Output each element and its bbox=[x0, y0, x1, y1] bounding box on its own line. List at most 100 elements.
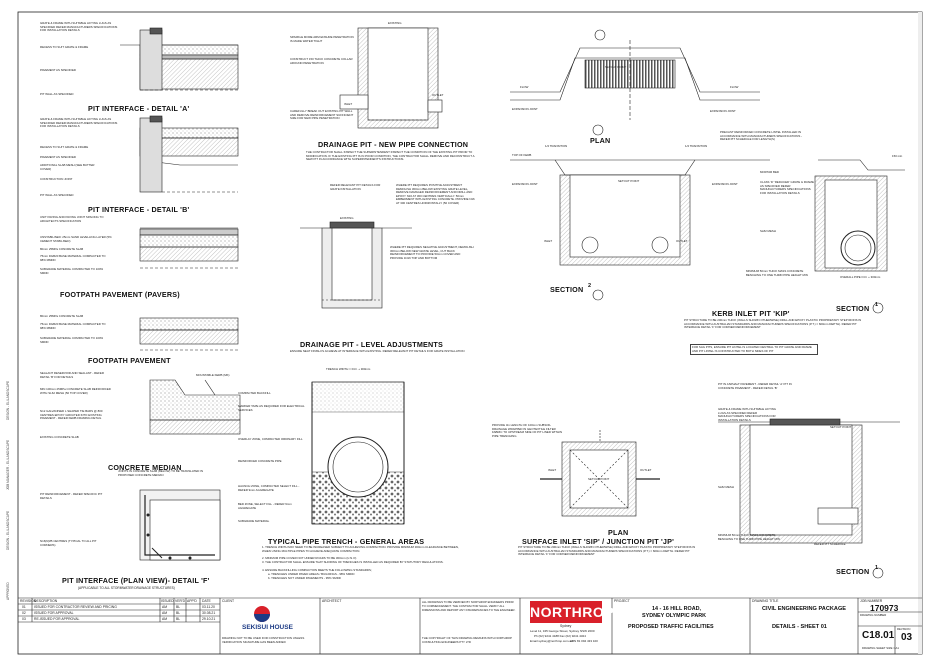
note: SPARKLE MORE ARM ENSURE PENETRATION IS M… bbox=[290, 35, 354, 43]
note: PRECAST REINFORCED CONCRETE LINTEL INSTA… bbox=[720, 130, 803, 142]
note: EXPANSION JOINT bbox=[710, 109, 736, 113]
note: RECESS TO SUIT GRATE & FRAME bbox=[40, 145, 89, 149]
detail-title: DRAINAGE PIT - LEVEL ADJUSTMENTS bbox=[300, 340, 443, 349]
note: MOUNTABLE KERB (MK) bbox=[196, 373, 230, 377]
revision: 03 bbox=[901, 632, 913, 643]
detail-title: SECTION bbox=[836, 304, 870, 313]
note: MORTAR BED bbox=[760, 170, 780, 174]
section-marker: 1 bbox=[875, 565, 879, 571]
detail-b-drawing bbox=[139, 115, 239, 193]
note: 2. MINIMUM PIPE COVER NOT UNDER ROADS TO… bbox=[262, 556, 357, 560]
rev-description: RE-ISSUED FOR APPROVAL bbox=[34, 617, 80, 621]
note: PIT IN ASPHALT PAVEMENT - REFER DETAIL '… bbox=[718, 382, 792, 390]
note: SETOUT POINT bbox=[588, 477, 610, 481]
detail-title: SECTION bbox=[550, 285, 584, 294]
note: 80mm 25MPa CONCRETE SLAB bbox=[40, 247, 84, 251]
northrop-notes: ALL DRAWINGS TO BE VERIFIED BY NORTHROP … bbox=[422, 600, 516, 612]
abn: ABN 81 094 433 100 bbox=[570, 639, 598, 643]
note: REINFORCED CONCRETE PIPE bbox=[238, 459, 282, 463]
note: FLOW bbox=[730, 85, 739, 89]
note: SL82 MESH bbox=[760, 229, 776, 233]
project-line: 14 - 16 HILL ROAD, bbox=[652, 606, 702, 612]
project-line: PROPOSED TRAFFIC FACILITIES bbox=[628, 624, 714, 630]
note: UNIT PAVING AND PAVING JOINT SPACING TO … bbox=[40, 215, 104, 223]
tb-col-header: DESCRIPTION bbox=[34, 599, 58, 603]
note: RECESS TO SUIT GRATE & FRAME bbox=[40, 45, 89, 49]
title-block bbox=[18, 597, 922, 654]
tb-col-header: APP'D bbox=[187, 599, 197, 603]
note: b. TRENCHES NOT UNDER PAVEMENTS - 95% SM… bbox=[268, 576, 341, 580]
note: PIT WALL AS SPECIFIED bbox=[40, 193, 74, 197]
section-marker: 2 bbox=[588, 283, 592, 289]
level-adjustments-drawing bbox=[300, 221, 412, 309]
note: TOP OF KERB bbox=[512, 153, 532, 157]
note: N16(N)85 CENTRES (TYPICAL TO ALL PIT COR… bbox=[40, 539, 97, 547]
note: 1. TRENCH WIDTH MAY NEED TO BE INCREASED… bbox=[262, 545, 459, 553]
note: N12 GALVANISED L SHAPED TIE BARS @ 800 C… bbox=[40, 409, 103, 421]
note: SUBGRADE MATERIAL COMPACTED TO 100% SMDD bbox=[40, 336, 104, 344]
margin-tab: APPROVED bbox=[6, 582, 10, 600]
architect-label: ARCHITECT bbox=[322, 599, 342, 603]
note: GRATE & FRAME WITH SUITABLE LIFTING LUGS… bbox=[40, 117, 118, 129]
note: SUBGRADE MATERIAL COMPACTED TO 100% SMDD bbox=[40, 267, 104, 275]
footpath-drawing bbox=[139, 317, 239, 351]
note: PIT STRUCTURE TO BE 200mm THICK (WALLS S… bbox=[518, 545, 696, 557]
note: THE CONTRACTOR SHALL INSPECT THE SUPERIN… bbox=[306, 150, 475, 162]
note: SETOUT POINT bbox=[605, 65, 627, 69]
rev-issued: AM bbox=[162, 617, 168, 621]
job-number-label: JOB NUMBER bbox=[860, 599, 883, 603]
rev-number: 01 bbox=[22, 605, 26, 609]
detail-title: FOOTPATH PAVEMENT (PAVERS) bbox=[60, 290, 180, 299]
rev-issued: AM bbox=[162, 605, 168, 609]
note: WHERE PIT REQUIRES NEGATIVE ADJUSTMENT, … bbox=[390, 245, 474, 260]
rev-verified: BL bbox=[176, 605, 181, 609]
rev-verified: BL bbox=[176, 617, 181, 621]
disclaimer: DRAWING NOT TO BE USED FOR CONSTRUCTION … bbox=[222, 636, 305, 644]
note: EXPANSION JOINT bbox=[512, 182, 538, 186]
note: INLET bbox=[544, 239, 553, 243]
note: OVERALL PIPE O.D. + 300mm bbox=[840, 275, 881, 279]
note: SEALANT RESERVOIR AND SEALANT - REFER DE… bbox=[40, 371, 104, 379]
note: 75mm DGB20 BASE MATERIAL COMPACTED TO 98… bbox=[40, 322, 106, 330]
detail-title: FOOTPATH PAVEMENT bbox=[88, 356, 171, 365]
note: SETOUT POINT bbox=[830, 425, 852, 429]
kip-section1-drawing bbox=[814, 159, 905, 314]
note: PIT REINFORCEMENT - REFER SPECIFIC PIT D… bbox=[40, 492, 103, 500]
drawing-title: CIVIL ENGINEERING PACKAGE bbox=[762, 606, 847, 612]
note: MARKER TAPE AS REQUIRED FOR ELECTRICAL S… bbox=[238, 404, 305, 412]
job-number: 170973 bbox=[870, 603, 899, 613]
footpath-pavers-drawing bbox=[139, 227, 239, 269]
detail-a-drawing bbox=[120, 27, 239, 91]
sip-plan-drawing bbox=[540, 430, 660, 517]
note: OUTLET bbox=[640, 468, 652, 472]
office: Sydney bbox=[560, 624, 572, 628]
note: UNSTABILISED: 25mm SAND LEVELLING LAYER … bbox=[40, 235, 112, 243]
drawing-title: DETAILS - SHEET 01 bbox=[772, 624, 827, 630]
rev-date: 30.08.21 bbox=[202, 611, 216, 615]
copyright: THE COPYRIGHT OF THIS DRAWING REMAINS WI… bbox=[422, 636, 512, 644]
project-label: PROJECT bbox=[614, 599, 630, 603]
kip-section2-drawing bbox=[510, 159, 770, 301]
note: EXISTING CONCRETE SLAB bbox=[40, 435, 79, 439]
note: PAVEMENT AS SPECIFIED bbox=[40, 155, 76, 159]
note: MINIMUM 50mm THICK MASS CONCRETE BENCHIN… bbox=[718, 533, 780, 541]
note: WHERE PIT REQUIRES POSITIVE ADJUSTMENT D… bbox=[396, 183, 475, 205]
drawing-title-label: DRAWING TITLE bbox=[752, 599, 779, 603]
rev-number: 02 bbox=[22, 611, 26, 615]
note: JOINTS IN CONCRETE SLAB (BELOW) TO BE TR… bbox=[118, 469, 204, 477]
section-marker: 1 bbox=[875, 302, 879, 308]
note: MIN 100mm 25MPa CONCRETE SLAB REINFORCED… bbox=[40, 387, 111, 395]
detail-title: SECTION bbox=[836, 567, 870, 576]
kip-plan-drawing bbox=[510, 29, 760, 136]
detail-title: CONCRETE MEDIAN bbox=[108, 463, 182, 472]
rev-number: 03 bbox=[22, 617, 26, 621]
note: FOR SAG PITS, ENSURE PIT LINTEL IS LOCAT… bbox=[690, 344, 818, 356]
rev-date: 03.11.20 bbox=[202, 605, 215, 609]
detail-title: DRAINAGE PIT - NEW PIPE CONNECTION bbox=[318, 140, 469, 149]
note: SETOUT POINT bbox=[618, 179, 640, 183]
note: BED ZONE, SELECT FILL - REFER 9mm AGGREG… bbox=[238, 502, 292, 510]
pipe-connection-drawing bbox=[339, 27, 443, 129]
northrop-logo: NORTHROP bbox=[530, 601, 614, 623]
detail-subtitle: (APPLICABLE TO ALL STORMWATER DRAINAGE S… bbox=[78, 586, 175, 590]
